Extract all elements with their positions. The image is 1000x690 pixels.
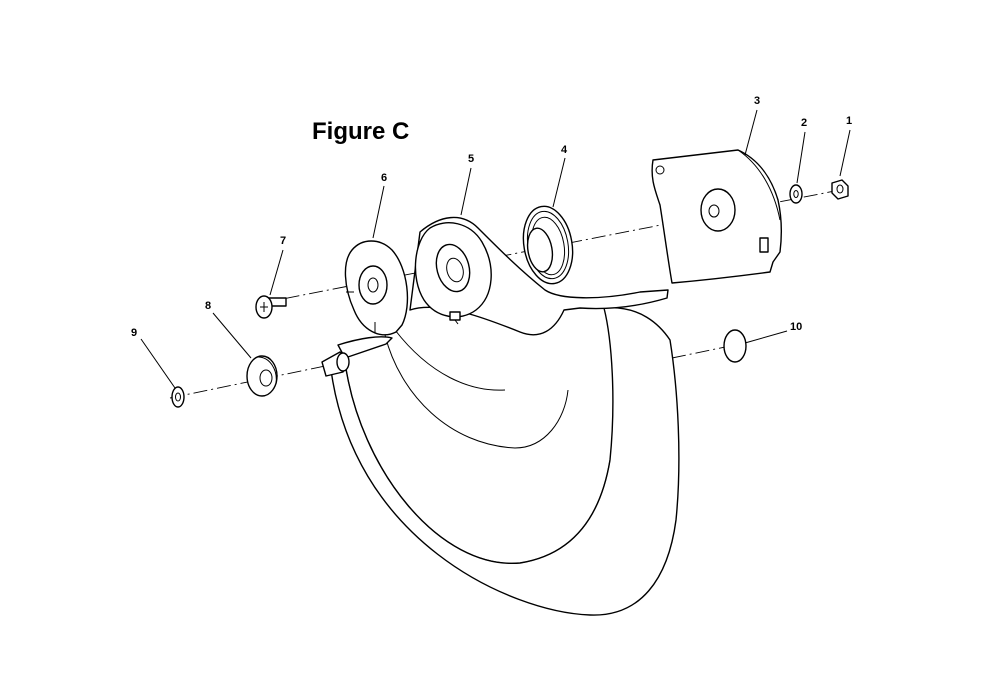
- callout-7: 7: [280, 235, 286, 247]
- callout-5: 5: [468, 153, 474, 165]
- part-4-spring: [522, 205, 574, 285]
- callout-4: 4: [561, 144, 568, 156]
- part-2-washer: [789, 184, 803, 204]
- leader-6: [372, 185, 385, 239]
- leader-2: [796, 131, 806, 184]
- part-3-cover-plate: [651, 149, 783, 284]
- leader-4: [552, 157, 566, 208]
- part-10-plug: [723, 329, 747, 363]
- callout-8: 8: [205, 300, 211, 312]
- leader-8: [212, 312, 252, 359]
- leader-7: [269, 249, 284, 296]
- leader-5: [460, 167, 472, 216]
- leader-3: [744, 109, 758, 156]
- figure-title: Figure C: [312, 118, 409, 145]
- callout-1: 1: [846, 115, 852, 127]
- callout-3: 3: [754, 95, 760, 107]
- assembly-axis-plug: [671, 345, 731, 359]
- part-8-knob: [246, 355, 278, 397]
- part-7-screw: [255, 295, 287, 319]
- callout-2: 2: [801, 117, 807, 129]
- part-1-hex-nut: [831, 179, 849, 200]
- leader-10: [744, 330, 788, 344]
- callout-9: 9: [131, 327, 137, 339]
- leader-9: [140, 338, 176, 389]
- part-9-washer: [171, 386, 185, 408]
- part-5-lower-blade-guard: [321, 216, 680, 616]
- callout-10: 10: [790, 321, 802, 333]
- callout-6: 6: [381, 172, 387, 184]
- leader-1: [839, 129, 851, 177]
- part-6-mounting-plate: [344, 240, 409, 336]
